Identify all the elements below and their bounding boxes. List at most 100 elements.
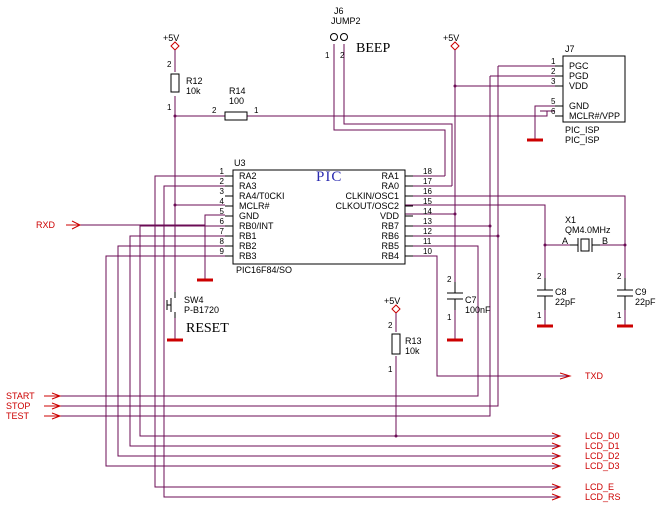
svg-text:2: 2 bbox=[340, 51, 345, 60]
svg-text:2: 2 bbox=[167, 60, 172, 69]
ic-pin-label: RB6 bbox=[381, 231, 399, 241]
ic-pin-label: RB7 bbox=[381, 221, 399, 231]
svg-text:GND: GND bbox=[569, 101, 590, 111]
net-test: TEST bbox=[6, 411, 30, 421]
ic-pin-rb2: 8 RB2 bbox=[220, 237, 257, 251]
svg-text:J7: J7 bbox=[565, 44, 575, 54]
reset-label: RESET bbox=[186, 321, 229, 336]
svg-text:+5V: +5V bbox=[384, 296, 400, 306]
svg-text:2: 2 bbox=[212, 106, 217, 115]
capacitor-c8: C8 22pF 2 1 bbox=[537, 272, 576, 320]
wires bbox=[60, 44, 626, 498]
resistor-r13: R13 10k 2 1 bbox=[388, 321, 422, 374]
beep-label: BEEP bbox=[356, 41, 390, 56]
ic-pin-number: 6 bbox=[220, 217, 225, 226]
svg-text:P-B1720: P-B1720 bbox=[184, 305, 219, 315]
ic-pin-number: 8 bbox=[220, 237, 225, 246]
svg-text:C9: C9 bbox=[635, 287, 647, 297]
ic-pin-clkout-osc2: 15 CLKOUT/OSC2 bbox=[335, 197, 432, 211]
resistor-r14: R14 100 2 1 bbox=[212, 86, 259, 121]
ic-pin-number: 18 bbox=[423, 167, 432, 176]
ic-pin-number: 3 bbox=[220, 187, 225, 196]
ic-pin-ra3: 2 RA3 bbox=[220, 177, 257, 191]
ic-pin-number: 4 bbox=[220, 197, 225, 206]
ic-pin-number: 15 bbox=[423, 197, 432, 206]
svg-text:C7: C7 bbox=[465, 295, 477, 305]
svg-text:VDD: VDD bbox=[569, 81, 589, 91]
ic-pin-ra1: 18 RA1 bbox=[381, 167, 432, 181]
ic-pin-number: 13 bbox=[423, 217, 432, 226]
svg-text:MCLR#/VPP: MCLR#/VPP bbox=[569, 111, 620, 121]
net-lcd-rs: LCD_RS bbox=[585, 492, 621, 502]
svg-text:22pF: 22pF bbox=[555, 297, 576, 307]
svg-text:1: 1 bbox=[551, 57, 556, 66]
svg-text:2: 2 bbox=[388, 321, 393, 330]
svg-text:X1: X1 bbox=[565, 215, 576, 225]
net-lcd-d0: LCD_D0 bbox=[585, 431, 620, 441]
svg-text:5: 5 bbox=[551, 97, 556, 106]
ic-pin-number: 1 bbox=[220, 167, 225, 176]
junctions bbox=[173, 84, 627, 438]
connector-j7: J7 1 2 3 5 6 PGC PGD VDD GND MCLR#/VPP P… bbox=[551, 44, 626, 145]
svg-text:100nF: 100nF bbox=[465, 305, 491, 315]
ic-pin-label: RB0/INT bbox=[239, 221, 274, 231]
ic-pin-gnd: 5 GND bbox=[220, 207, 260, 221]
svg-text:2: 2 bbox=[617, 272, 622, 281]
ic-pin-label: RA0 bbox=[381, 181, 399, 191]
net-stop: STOP bbox=[6, 401, 30, 411]
svg-text:SW4: SW4 bbox=[184, 295, 204, 305]
net-lcd-d2: LCD_D2 bbox=[585, 451, 620, 461]
net-txd: TXD bbox=[585, 371, 604, 381]
ic-pin-number: 14 bbox=[423, 207, 432, 216]
svg-text:PIC_ISP: PIC_ISP bbox=[565, 135, 600, 145]
ic-pin-label: GND bbox=[239, 211, 260, 221]
svg-text:J6: J6 bbox=[334, 6, 344, 16]
ic-pin-number: 5 bbox=[220, 207, 225, 216]
svg-text:1: 1 bbox=[254, 106, 259, 115]
svg-text:1: 1 bbox=[167, 103, 172, 112]
ic-pin-label: RB5 bbox=[381, 241, 399, 251]
capacitor-c9: C9 22pF 2 1 bbox=[617, 272, 656, 320]
ic-pin-number: 10 bbox=[423, 247, 432, 256]
svg-text:1: 1 bbox=[617, 311, 622, 320]
svg-text:PGD: PGD bbox=[569, 71, 589, 81]
net-lcd-d3: LCD_D3 bbox=[585, 461, 620, 471]
power-symbol-r12: +5V bbox=[163, 33, 180, 51]
ic-pin-number: 7 bbox=[220, 227, 225, 236]
ic-pin-label: CLKOUT/OSC2 bbox=[335, 201, 399, 211]
svg-text:6: 6 bbox=[551, 107, 556, 116]
ic-pin-number: 9 bbox=[220, 247, 225, 256]
net-lcd-e: LCD_E bbox=[585, 482, 614, 492]
ic-pin-number: 2 bbox=[220, 177, 225, 186]
svg-text:1: 1 bbox=[388, 365, 393, 374]
ic-pin-label: RA4/T0CKI bbox=[239, 191, 285, 201]
ic-pin-label: RA1 bbox=[381, 171, 399, 181]
svg-text:PIC16F84/SO: PIC16F84/SO bbox=[236, 265, 292, 275]
ic-pin-rb6: 12 RB6 bbox=[381, 227, 432, 241]
jumper-j6: J6 JUMP2 1 2 bbox=[325, 6, 361, 60]
svg-text:10k: 10k bbox=[405, 346, 420, 356]
svg-text:B: B bbox=[602, 236, 608, 246]
svg-text:JUMP2: JUMP2 bbox=[331, 16, 361, 26]
svg-text:+5V: +5V bbox=[163, 33, 179, 43]
ic-pin-label: VDD bbox=[380, 211, 400, 221]
ic-pin-label: RA3 bbox=[239, 181, 257, 191]
crystal-x1: X1 QM4.0MHz A B bbox=[562, 215, 611, 252]
svg-text:U3: U3 bbox=[234, 158, 246, 168]
net-labels: RXD START STOP TEST TXD LCD_D0 LCD_D1 LC… bbox=[6, 220, 621, 502]
power-symbol-r13: +5V bbox=[384, 296, 401, 314]
svg-text:PIC_ISP: PIC_ISP bbox=[565, 125, 600, 135]
switch-sw4: SW4 P-B1720 bbox=[166, 292, 219, 318]
ic-pin-label: RB2 bbox=[239, 241, 257, 251]
ic-pin-vdd: 14 VDD bbox=[380, 207, 432, 221]
svg-text:QM4.0MHz: QM4.0MHz bbox=[565, 225, 611, 235]
ic-pin-number: 12 bbox=[423, 227, 432, 236]
resistor-r12: R12 10k 2 1 bbox=[167, 60, 203, 112]
svg-text:PGC: PGC bbox=[569, 61, 589, 71]
